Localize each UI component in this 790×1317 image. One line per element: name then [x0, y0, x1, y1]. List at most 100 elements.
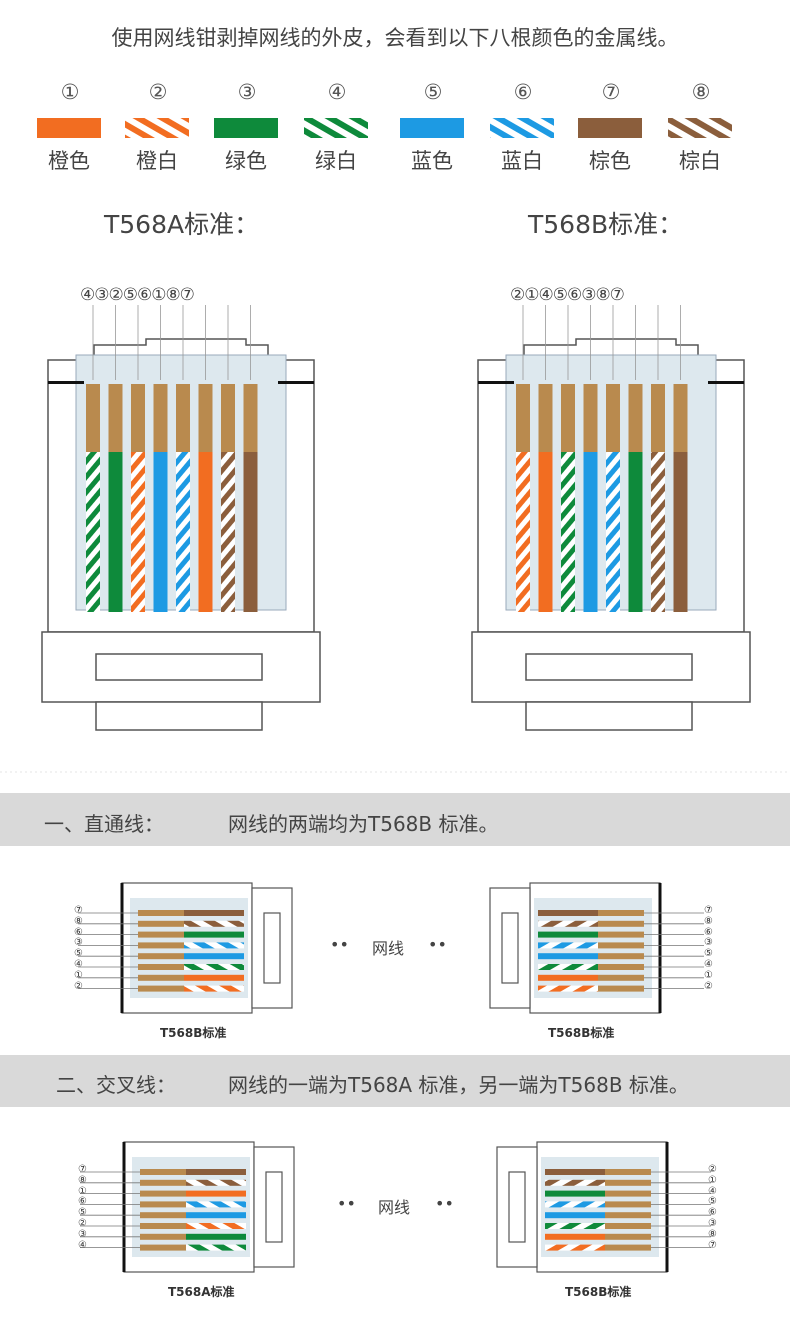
connector-latch-window [95, 653, 263, 681]
straight-left-pin-5: ⑤ [74, 948, 83, 960]
straight-dots-left: •• [330, 935, 349, 954]
small-wire-contact [140, 1212, 186, 1219]
small-wire-contact [605, 1223, 651, 1229]
small-wire-7 [186, 1233, 246, 1240]
crossover-left-pin-4: ⑥ [78, 1196, 87, 1208]
legend-number-3: ③ [237, 80, 257, 104]
straight-right-pin-2: ⑧ [704, 915, 713, 927]
legend-number-4: ④ [327, 80, 347, 104]
crossover-right-caption: T568B标准 [565, 1285, 632, 1299]
wire-3 [131, 452, 145, 612]
small-wire-4 [184, 942, 244, 949]
straight-section-band [0, 793, 790, 846]
crossover-heading: 二、交叉线： [56, 1073, 176, 1097]
small-wire-contact [138, 931, 184, 938]
legend-number-6: ⑥ [513, 80, 533, 104]
small-wire-1 [186, 1169, 246, 1175]
small-wire-4 [186, 1201, 246, 1208]
wire-contact [131, 384, 145, 452]
legend-name-2: 橙白 [136, 149, 178, 173]
wire-contact [86, 384, 100, 452]
small-wire-3 [186, 1190, 246, 1197]
wire-1 [86, 452, 100, 612]
legend-swatch-1 [37, 118, 101, 138]
straight-dots-right: •• [428, 935, 447, 954]
small-wire-1 [538, 910, 598, 916]
crossover-left-pin-7: ③ [78, 1228, 87, 1240]
small-wire-3 [545, 1190, 605, 1197]
small-wire-4 [538, 942, 598, 949]
small-wire-contact [138, 974, 184, 981]
small-wire-6 [538, 964, 598, 970]
small-wire-contact [605, 1212, 651, 1219]
straight-left-pin-6: ④ [74, 959, 83, 970]
small-wire-contact [598, 931, 644, 938]
small-wire-1 [184, 910, 244, 916]
crossover-left-pin-3: ① [78, 1185, 87, 1197]
small-wire-2 [545, 1179, 605, 1186]
small-wire-contact [598, 910, 644, 916]
crossover-right-pin-3: ④ [708, 1185, 717, 1197]
crossover-left-connector [80, 1141, 295, 1273]
wire-6 [628, 452, 643, 612]
straight-left-pin-4: ③ [74, 937, 83, 949]
legend-swatch-8 [668, 118, 732, 138]
crossover-right-pin-4: ⑤ [708, 1196, 717, 1208]
wire-4 [153, 452, 168, 612]
small-wire-contact [598, 920, 644, 927]
crossover-right-pin-7: ⑧ [708, 1228, 717, 1240]
small-wire-2 [184, 920, 244, 927]
crossover-left-pin-2: ⑧ [78, 1174, 87, 1186]
crossover-section-band [0, 1055, 790, 1107]
small-wire-7 [545, 1233, 605, 1240]
small-wire-contact [140, 1244, 186, 1251]
small-wire-3 [184, 931, 244, 938]
straight-right-pin-4: ③ [704, 937, 713, 949]
connector-bar-left [48, 381, 84, 384]
small-wire-8 [538, 985, 598, 992]
t568a-connector [41, 305, 321, 731]
wire-contact [176, 384, 190, 452]
small-wire-5 [186, 1212, 246, 1219]
small-wire-2 [538, 920, 598, 927]
small-wire-contact [138, 985, 184, 992]
crossover-right-pin-8: ⑦ [708, 1239, 717, 1251]
wire-2 [108, 452, 123, 612]
small-wire-5 [538, 953, 598, 960]
wire-contact [198, 384, 213, 452]
small-connector-latch [501, 912, 519, 984]
small-wire-3 [538, 931, 598, 938]
legend-name-4: 绿白 [315, 149, 357, 173]
small-wire-contact [598, 974, 644, 981]
connector-bar-left [478, 381, 514, 384]
t568b-pin-order: ②①④⑤⑥③⑧⑦ [510, 285, 625, 305]
small-connector-clip [489, 887, 531, 1009]
straight-right-pin-5: ⑤ [704, 948, 713, 960]
small-wire-contact [140, 1223, 186, 1229]
connector-bar-right [278, 381, 314, 384]
small-wire-2 [186, 1179, 246, 1186]
crossover-description: 网线的一端为T568A 标准，另一端为T568B 标准。 [228, 1073, 689, 1097]
small-wire-5 [545, 1212, 605, 1219]
straight-left-pin-1: ⑦ [74, 905, 83, 916]
small-wire-6 [545, 1223, 605, 1229]
small-wire-contact [140, 1169, 186, 1175]
small-wire-1 [545, 1169, 605, 1175]
small-wire-contact [598, 964, 644, 970]
straight-left-caption: T568B标准 [160, 1026, 227, 1040]
small-wire-contact [605, 1169, 651, 1175]
small-wire-8 [184, 985, 244, 992]
connector-latch-window [525, 653, 693, 681]
straight-right-connector [489, 882, 704, 1014]
legend-name-8: 棕白 [679, 149, 721, 173]
straight-right-caption: T568B标准 [548, 1026, 615, 1040]
wire-7 [651, 452, 665, 612]
crossover-right-pin-1: ② [708, 1164, 717, 1175]
wire-2 [538, 452, 553, 612]
crossover-cable-label: 网线 [378, 1198, 411, 1217]
small-wire-contact [140, 1179, 186, 1186]
wire-contact [221, 384, 235, 452]
t568b-title: T568B标准： [528, 210, 684, 239]
straight-left-pin-3: ⑥ [74, 926, 83, 938]
